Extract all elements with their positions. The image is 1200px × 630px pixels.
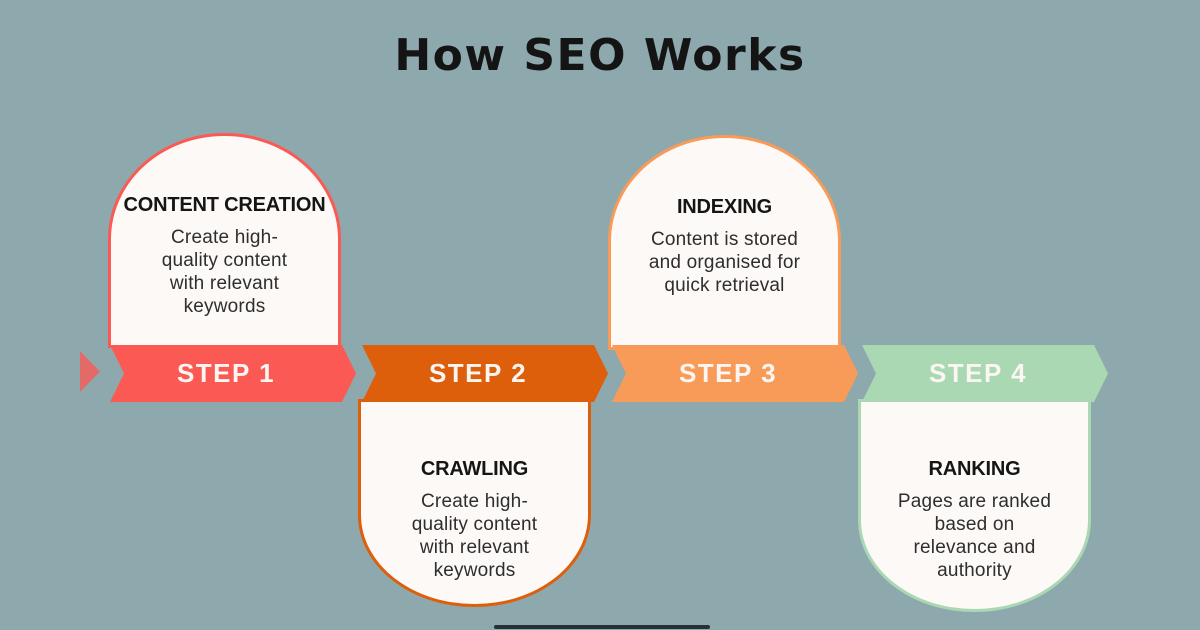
leading-arrow-tip-icon [80, 351, 100, 392]
step-4-description: Pages are ranked based on relevance and … [897, 491, 1052, 581]
step-1-description: Create high- quality content with releva… [161, 227, 288, 317]
step-4-banner: STEP 4 [862, 345, 1108, 402]
step-1-arrow-ribbon-icon [110, 345, 356, 402]
step-1-title: CONTENT CREATION [123, 194, 326, 216]
step-2-banner: STEP 2 [362, 345, 608, 402]
step-2-card-content: CRAWLING Create high- quality content wi… [361, 402, 588, 582]
step-4-label: STEP 4 [928, 358, 1028, 388]
step-1-banner: STEP 1 [110, 345, 356, 402]
step-2-label: STEP 2 [428, 358, 528, 388]
step-2-arrow-ribbon-icon [362, 345, 608, 402]
step-3-arrow-ribbon-icon [612, 345, 858, 402]
step-3-description: Content is stored and organised for quic… [648, 229, 801, 296]
bottom-indicator-bar [494, 625, 710, 629]
step-3-card: INDEXING Content is stored and organised… [608, 135, 841, 350]
step-4-arrow-ribbon-icon [862, 345, 1108, 402]
step-2-description: Create high- quality content with releva… [411, 491, 538, 581]
step-3-label: STEP 3 [678, 358, 778, 388]
step-1-card-content: CONTENT CREATION Create high- quality co… [111, 136, 338, 318]
step-4-card: RANKING Pages are ranked based on releva… [858, 399, 1091, 612]
step-3-banner: STEP 3 [612, 345, 858, 402]
step-1-label: STEP 1 [176, 358, 276, 388]
step-3-card-content: INDEXING Content is stored and organised… [611, 138, 838, 297]
step-3-title: INDEXING [676, 196, 773, 218]
step-4-card-content: RANKING Pages are ranked based on releva… [861, 402, 1088, 582]
page-title: How SEO Works [394, 30, 806, 81]
step-2-card: CRAWLING Create high- quality content wi… [358, 399, 591, 607]
step-2-title: CRAWLING [420, 458, 529, 480]
step-4-title: RANKING [928, 458, 1021, 480]
step-1-card: CONTENT CREATION Create high- quality co… [108, 133, 341, 348]
